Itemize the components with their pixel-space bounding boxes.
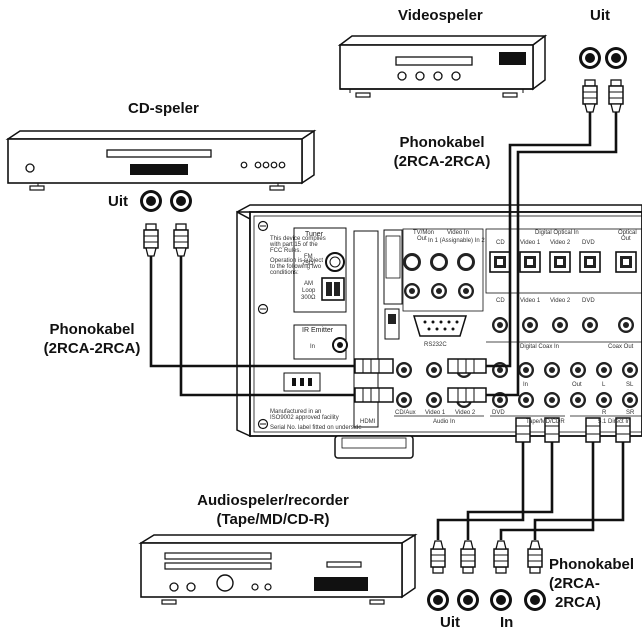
panel-audio-video2: Video 2 [455,410,476,416]
label-uit-cd: Uit [108,193,128,210]
panel-iso: ISO9002 approved facility [270,415,339,421]
panel-fcc-1: This device complies [270,236,326,242]
panel-fm-ohm-label: 75Ω [302,261,314,267]
panel-coax-video2: Video 2 [550,298,571,304]
label-audiospeler-2: (Tape/MD/CD-R) [216,511,330,528]
panel-digital-coax-label: Digital Coax In [520,344,559,350]
panel-video-in-label: Video In [447,230,469,236]
panel-tape-out-label: Out [572,382,582,388]
panel-optical-out-label: Optical [618,230,637,236]
panel-fcc-2: with part 15 of the [269,242,318,248]
panel-coax-cd: CD [496,298,505,304]
panel-video-in-sub: In 1 (Assignable) In 2 [428,238,485,244]
tape-in-jack-left [490,589,512,611]
panel-r-label: R [602,410,607,416]
label-in-bottom: In [500,614,514,631]
label-phonokabel-br-3: 2RCA) [555,594,601,611]
tape-out-jack-right [457,589,479,611]
panel-tape-label: Tape/MD/CDR [526,419,565,425]
panel-optical-cd: CD [496,240,505,246]
label-audiospeler-1: Audiospeler/recorder [197,492,349,509]
panel-serial: Serial No. label fitted on underside [270,425,362,431]
audio-recorder-device [138,533,418,605]
panel-ir-in-label: In [310,344,315,350]
panel-l-label: L [602,382,606,388]
label-phonokabel-br-2: (2RCA- [549,575,600,592]
label-cd-speler: CD-speler [128,100,199,117]
panel-fcc-6: conditions: [270,270,299,276]
panel-fcc-5: to the following two [270,264,322,270]
panel-cd-aux-label: CD/Aux [395,410,416,416]
panel-audio-dvd: DVD [492,410,505,416]
panel-manufactured: Manufactured in an [270,409,321,415]
panel-tv-mon-label: TV/Mon [413,230,434,236]
cables [149,112,625,540]
panel-tape-in-label: In [523,382,528,388]
label-phonokabel-br-1: Phonokabel [549,556,635,573]
video-player-device [337,34,548,98]
cd-player-device [5,129,317,191]
panel-fcc-4: Operation is subject [270,258,323,264]
panel-am-loop-label: Loop [302,288,316,294]
tape-out-jack-left [427,589,449,611]
cd-out-jack-left [140,190,162,212]
panel-hdmi-label: HDMI [360,419,376,425]
panel-optical-video1: Video 1 [520,240,541,246]
panel-ir-emitter-label: IR Emitter [302,327,334,334]
video-out-jack-right [605,47,627,69]
panel-am-label: AM [304,281,313,287]
panel-am-ohm-label: 300Ω [301,295,316,301]
label-phonokabel-left-1: Phonokabel [49,321,135,338]
label-phonokabel-top-1: Phonokabel [399,134,485,151]
tape-cable-plugs-receiver [515,417,631,443]
tape-in-jack-right [524,589,546,611]
cd-cable-plugs [354,358,487,403]
panel-tv-mon-out-label: Out [417,236,427,242]
panel-tuner-label: Tuner [305,231,324,238]
label-uit-top: Uit [590,7,610,24]
panel-coax-video1: Video 1 [520,298,541,304]
panel-coax-out-label: Coax Out [608,344,634,350]
panel-sr-label: SR [626,410,635,416]
video-out-jack-left [579,47,601,69]
panel-audio-video1: Video 1 [425,410,446,416]
panel-coax-dvd: DVD [582,298,595,304]
panel-direct-in-label: 5.1 Direct In [598,419,630,425]
label-phonokabel-left-2: (2RCA-2RCA) [43,340,141,357]
panel-sl-label: SL [626,382,634,388]
label-phonokabel-top-2: (2RCA-2RCA) [393,153,491,170]
panel-digital-optical-label: Digital Optical In [535,230,579,236]
panel-optical-out2-label: Out [621,236,631,242]
panel-fm-label: FM [304,254,313,260]
panel-audio-in-label: Audio In [433,419,455,425]
panel-fcc-3: FCC Rules. [270,248,301,254]
panel-optical-video2: Video 2 [550,240,571,246]
panel-rs232c-label: RS232C [424,342,447,348]
tape-cable-plugs-device [430,540,543,574]
label-uit-bottom: Uit [440,614,460,631]
cd-out-jack-right [170,190,192,212]
label-videospeler: Videospeler [398,7,483,24]
panel-optical-dvd: DVD [582,240,595,246]
